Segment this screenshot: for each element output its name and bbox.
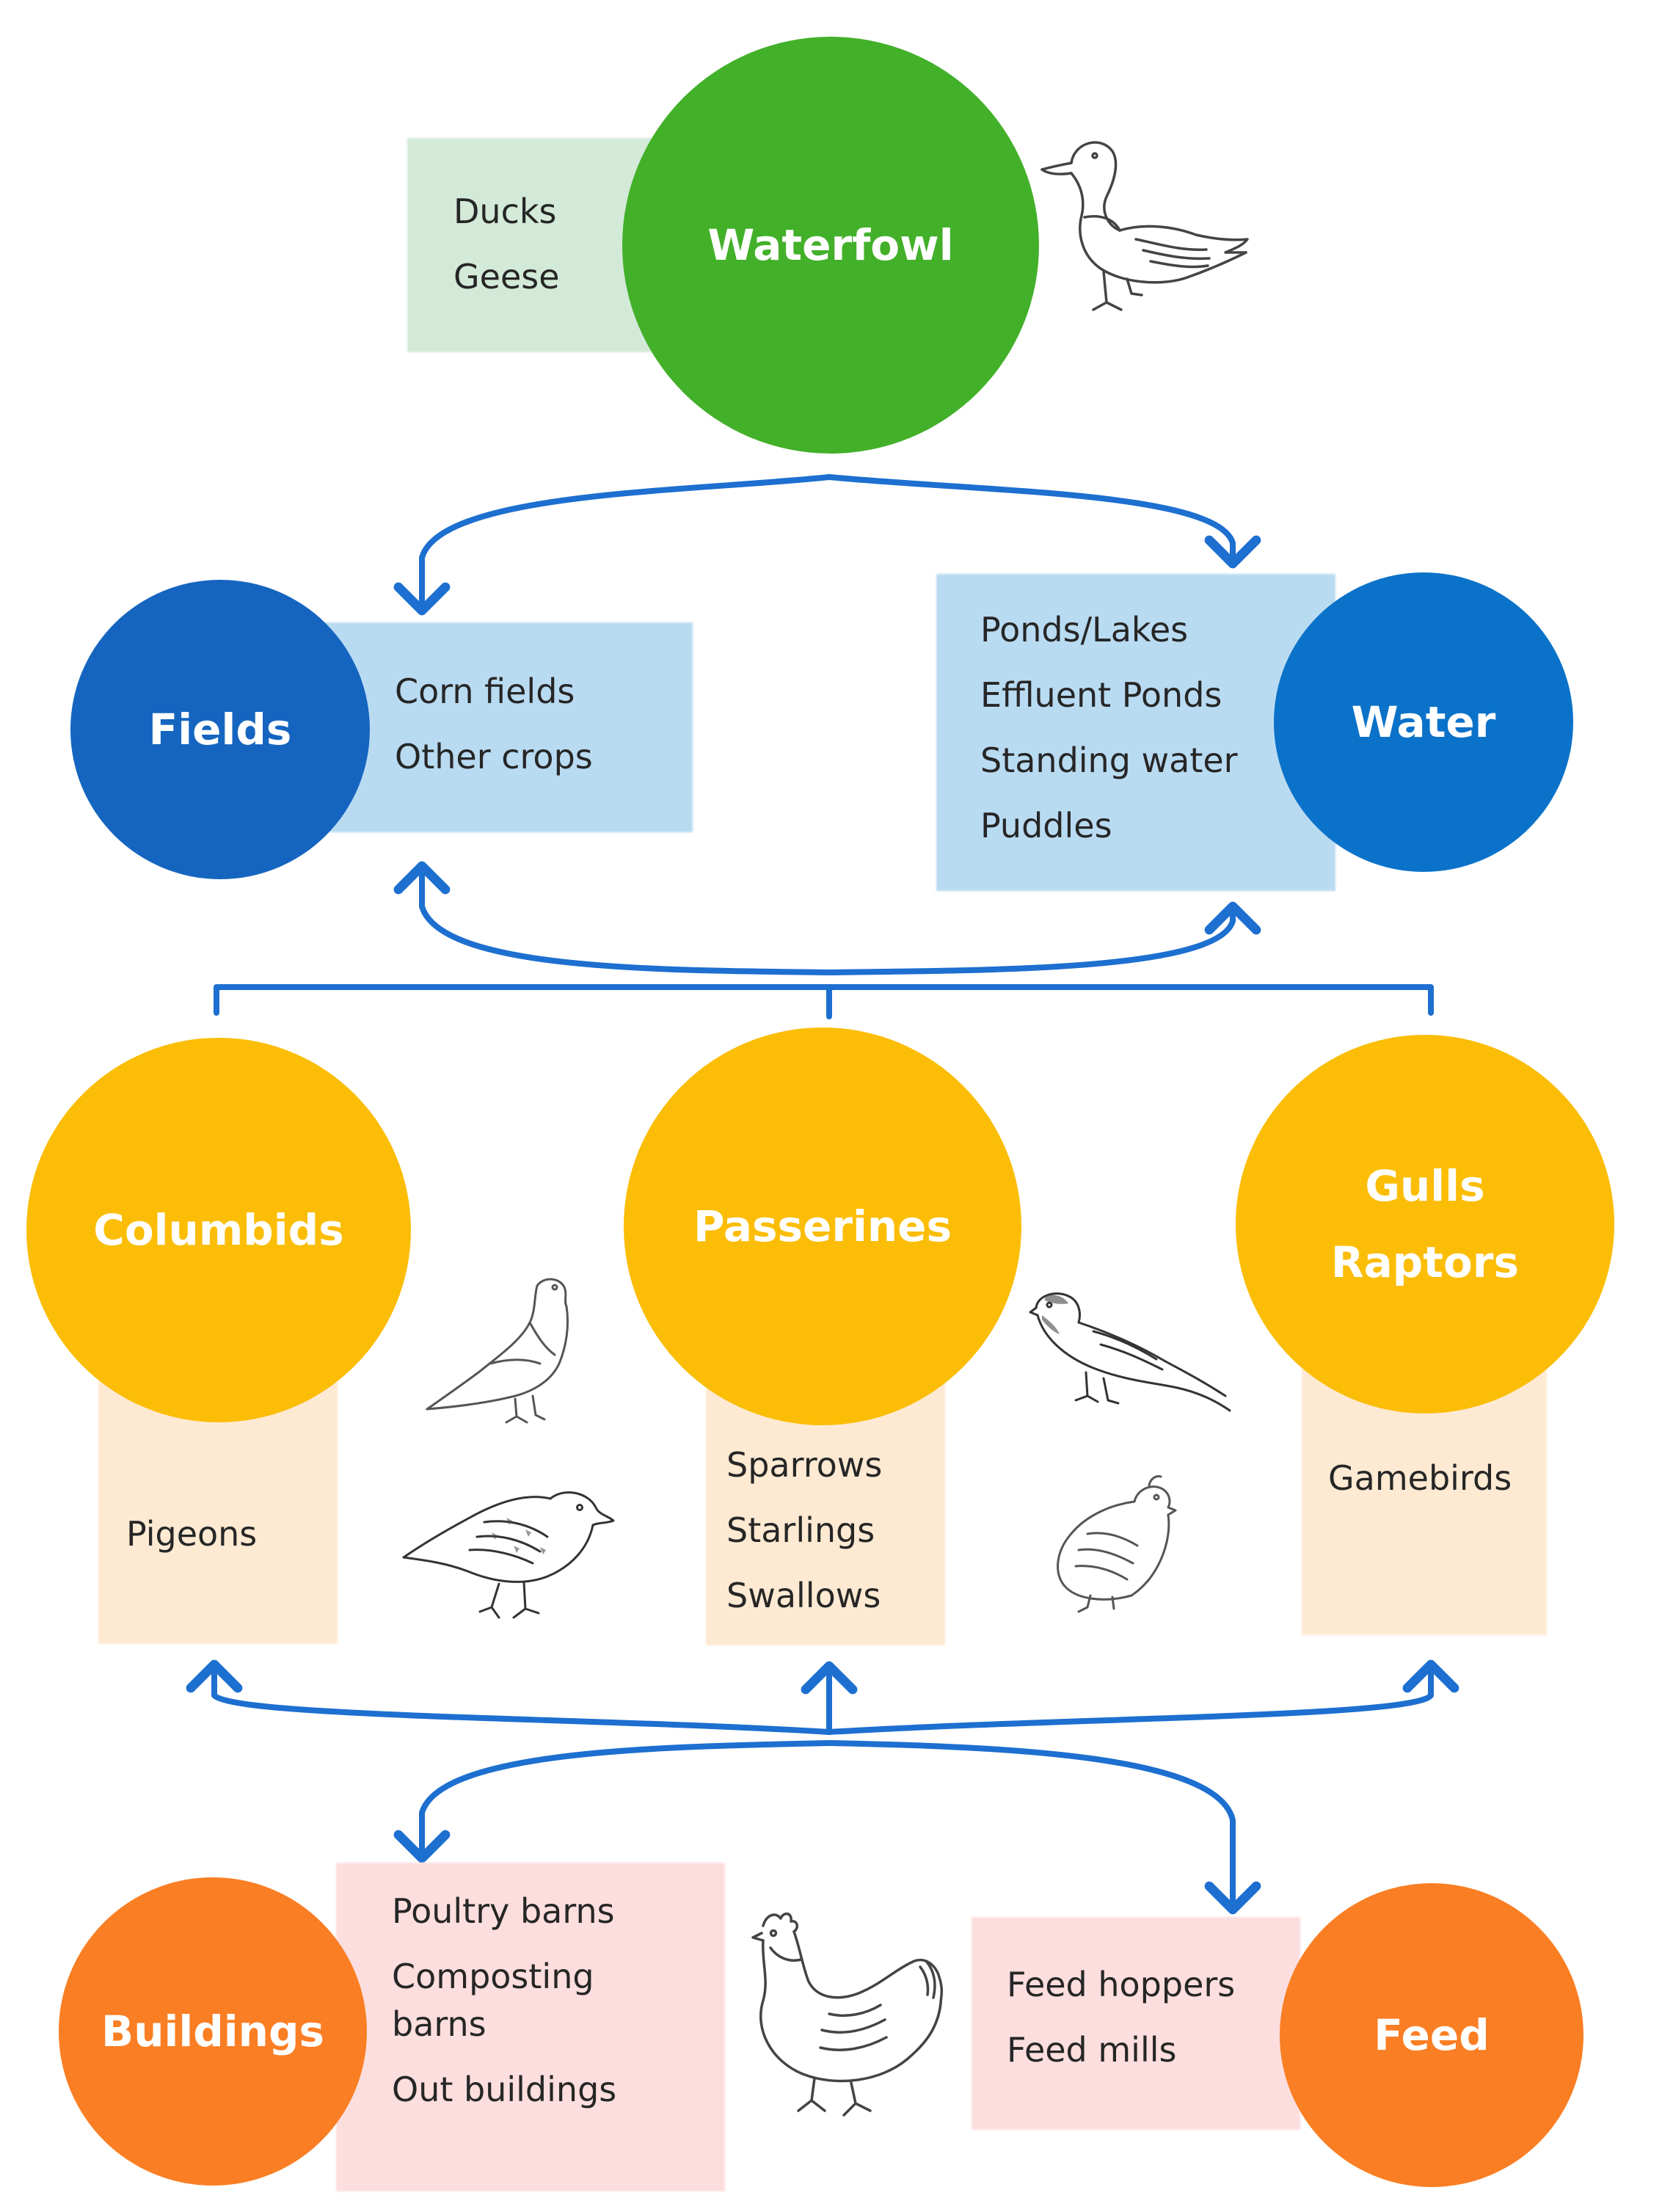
waterfowl-node: Waterfowl bbox=[622, 37, 1039, 454]
fields-item: Other crops bbox=[395, 737, 593, 776]
water-list: Ponds/Lakes Effluent Ponds Standing wate… bbox=[980, 597, 1238, 859]
buildings-label: Buildings bbox=[101, 2007, 324, 2056]
arrow-farm-to-gulls bbox=[826, 1659, 1459, 1735]
columbids-node: Columbids bbox=[26, 1038, 411, 1422]
feed-node: Feed bbox=[1280, 1883, 1583, 2187]
passerines-item: Starlings bbox=[726, 1510, 875, 1550]
fields-item: Corn fields bbox=[395, 672, 575, 711]
buildings-item: Poultry barns bbox=[392, 1891, 615, 1931]
water-label: Water bbox=[1351, 697, 1496, 747]
waterfowl-list: Ducks Geese bbox=[453, 179, 560, 310]
columbids-label: Columbids bbox=[93, 1205, 344, 1255]
arrow-birds-to-water bbox=[826, 901, 1261, 975]
water-box bbox=[936, 574, 1335, 891]
starling-icon bbox=[402, 1491, 615, 1619]
buildings-item: Out buildings bbox=[392, 2070, 617, 2109]
passerines-list: Sparrows Starlings Swallows bbox=[726, 1433, 882, 1629]
arrow-farm-to-columbids bbox=[186, 1659, 832, 1735]
passerines-node: Passerines bbox=[624, 1027, 1021, 1425]
waterfowl-item: Ducks bbox=[453, 192, 557, 231]
sparrow-icon bbox=[1029, 1292, 1231, 1412]
columbids-item: Pigeons bbox=[126, 1514, 258, 1554]
buildings-item: Composting bbox=[392, 1957, 594, 1996]
water-item: Standing water bbox=[980, 741, 1238, 780]
feed-box bbox=[972, 1917, 1300, 2130]
waterfowl-item: Geese bbox=[453, 257, 560, 296]
buildings-list: Poultry barns Composting barns Out build… bbox=[392, 1888, 616, 2114]
arrow-waterfowl-to-fields bbox=[393, 474, 832, 616]
gulls-raptors-list: Gamebirds bbox=[1328, 1446, 1512, 1511]
passerines-item: Sparrows bbox=[726, 1445, 883, 1485]
gulls-label: Gulls bbox=[1365, 1161, 1485, 1211]
water-item: Effluent Ponds bbox=[980, 675, 1222, 715]
fields-label: Fields bbox=[148, 705, 292, 754]
chicken-icon bbox=[751, 1912, 944, 2117]
arrow-birds-to-buildings bbox=[393, 1740, 832, 1863]
feed-list: Feed hoppers Feed mills bbox=[1007, 1952, 1235, 2083]
fields-list: Corn fields Other crops bbox=[395, 659, 593, 790]
duck-icon bbox=[1040, 141, 1249, 311]
gulls-raptors-node: Gulls Raptors bbox=[1236, 1035, 1614, 1414]
water-node: Water bbox=[1274, 572, 1573, 872]
buildings-node: Buildings bbox=[59, 1877, 367, 2186]
fields-box bbox=[321, 622, 693, 832]
gulls-raptors-item: Gamebirds bbox=[1328, 1458, 1512, 1498]
pigeon-icon bbox=[426, 1278, 569, 1424]
arrow-birds-to-feed bbox=[826, 1740, 1261, 1915]
feed-item: Feed hoppers bbox=[1007, 1965, 1236, 2004]
fields-node: Fields bbox=[70, 580, 370, 879]
buildings-box bbox=[336, 1863, 725, 2191]
columbids-list: Pigeons bbox=[126, 1502, 257, 1567]
waterfowl-label: Waterfowl bbox=[707, 220, 954, 270]
buildings-item: barns bbox=[392, 2004, 486, 2044]
quail-icon bbox=[1057, 1475, 1177, 1613]
arrow-birds-to-fields bbox=[393, 861, 832, 975]
water-item: Ponds/Lakes bbox=[980, 610, 1189, 650]
raptors-label: Raptors bbox=[1330, 1237, 1519, 1287]
water-item: Puddles bbox=[980, 806, 1112, 845]
feed-item: Feed mills bbox=[1007, 2030, 1177, 2070]
passerines-item: Swallows bbox=[726, 1576, 881, 1615]
arrow-waterfowl-to-water bbox=[826, 474, 1261, 569]
passerines-label: Passerines bbox=[693, 1201, 952, 1251]
feed-label: Feed bbox=[1374, 2010, 1490, 2060]
wild-birds-bracket bbox=[214, 984, 1434, 1016]
